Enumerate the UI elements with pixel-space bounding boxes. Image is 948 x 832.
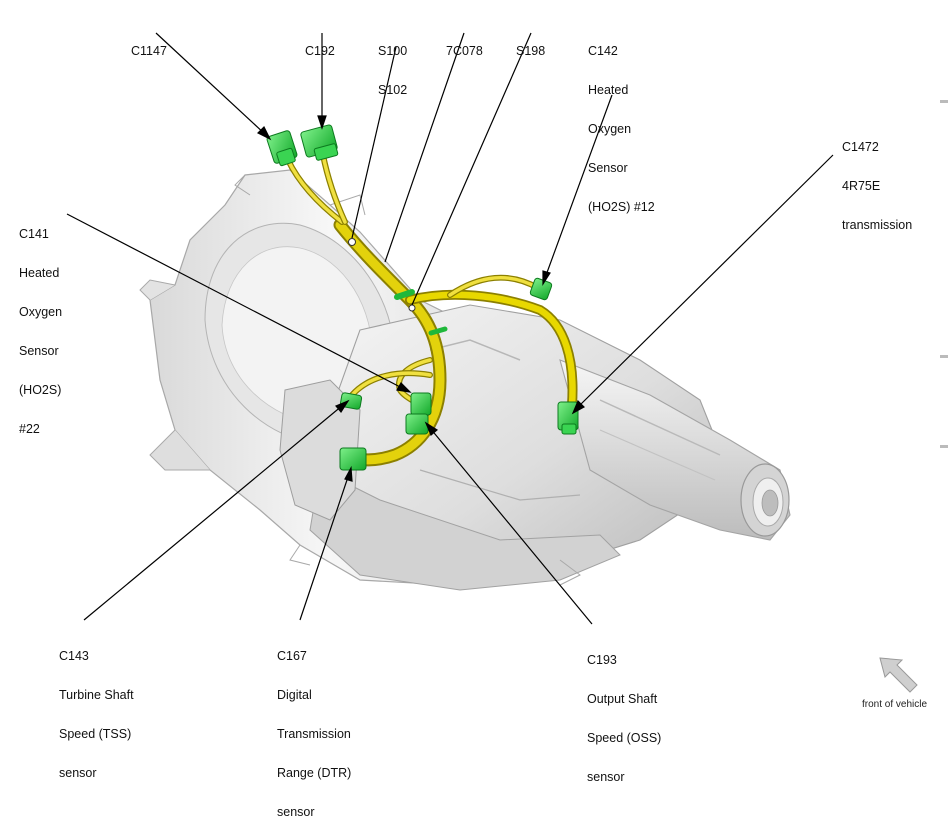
splice-s100-marker <box>348 238 356 246</box>
front-of-vehicle-label: front of vehicle <box>862 699 928 710</box>
front-of-vehicle-arrow-icon <box>879 657 918 693</box>
label-c192: C192 <box>305 44 335 58</box>
leader-c1147 <box>155 32 267 136</box>
leader-c167 <box>299 473 350 621</box>
connectors <box>266 124 579 471</box>
edge-tick <box>940 445 948 448</box>
connector-c1472 <box>557 401 579 435</box>
connector-c141 <box>405 392 432 435</box>
edge-tick <box>940 100 948 103</box>
leader-c143 <box>83 404 344 621</box>
oil-pan <box>309 469 621 591</box>
edge-tick <box>940 355 948 358</box>
diagram-canvas: C1147 C192 S100 S102 7C078 S198 C142 Hea… <box>19 32 948 819</box>
leader-lines <box>66 32 834 625</box>
connector-c142 <box>529 277 553 301</box>
label-c143: C143 Turbine Shaft Speed (TSS) sensor <box>59 649 134 780</box>
label-c141: C141 Heated Oxygen Sensor (HO2S) #22 <box>19 227 63 436</box>
leader-c141 <box>66 213 405 390</box>
connector-c167 <box>339 447 367 471</box>
splice-s198-marker <box>408 304 416 312</box>
label-c167: C167 Digital Transmission Range (DTR) se… <box>277 649 352 819</box>
label-c1472: C1472 4R75E transmission <box>842 140 913 232</box>
wiring-harness <box>285 152 578 467</box>
label-c142: C142 Heated Oxygen Sensor (HO2S) #12 <box>588 44 655 214</box>
label-c193: C193 Output Shaft Speed (OSS) sensor <box>587 653 662 784</box>
leader-c193 <box>429 427 593 625</box>
connector-c1147 <box>266 130 298 167</box>
leader-7c078 <box>384 32 465 263</box>
transmission-case <box>139 169 791 591</box>
label-s100-s102: S100 S102 <box>378 44 408 97</box>
leader-c1472 <box>576 154 834 409</box>
transmission-illustration <box>66 32 918 693</box>
connector-c192 <box>300 124 339 161</box>
label-7c078: 7C078 <box>446 44 483 58</box>
leader-s100 <box>351 46 397 239</box>
leader-s198 <box>411 32 532 306</box>
label-c1147: C1147 <box>131 44 167 58</box>
leader-c142 <box>544 94 613 279</box>
label-s198: S198 <box>516 44 546 58</box>
